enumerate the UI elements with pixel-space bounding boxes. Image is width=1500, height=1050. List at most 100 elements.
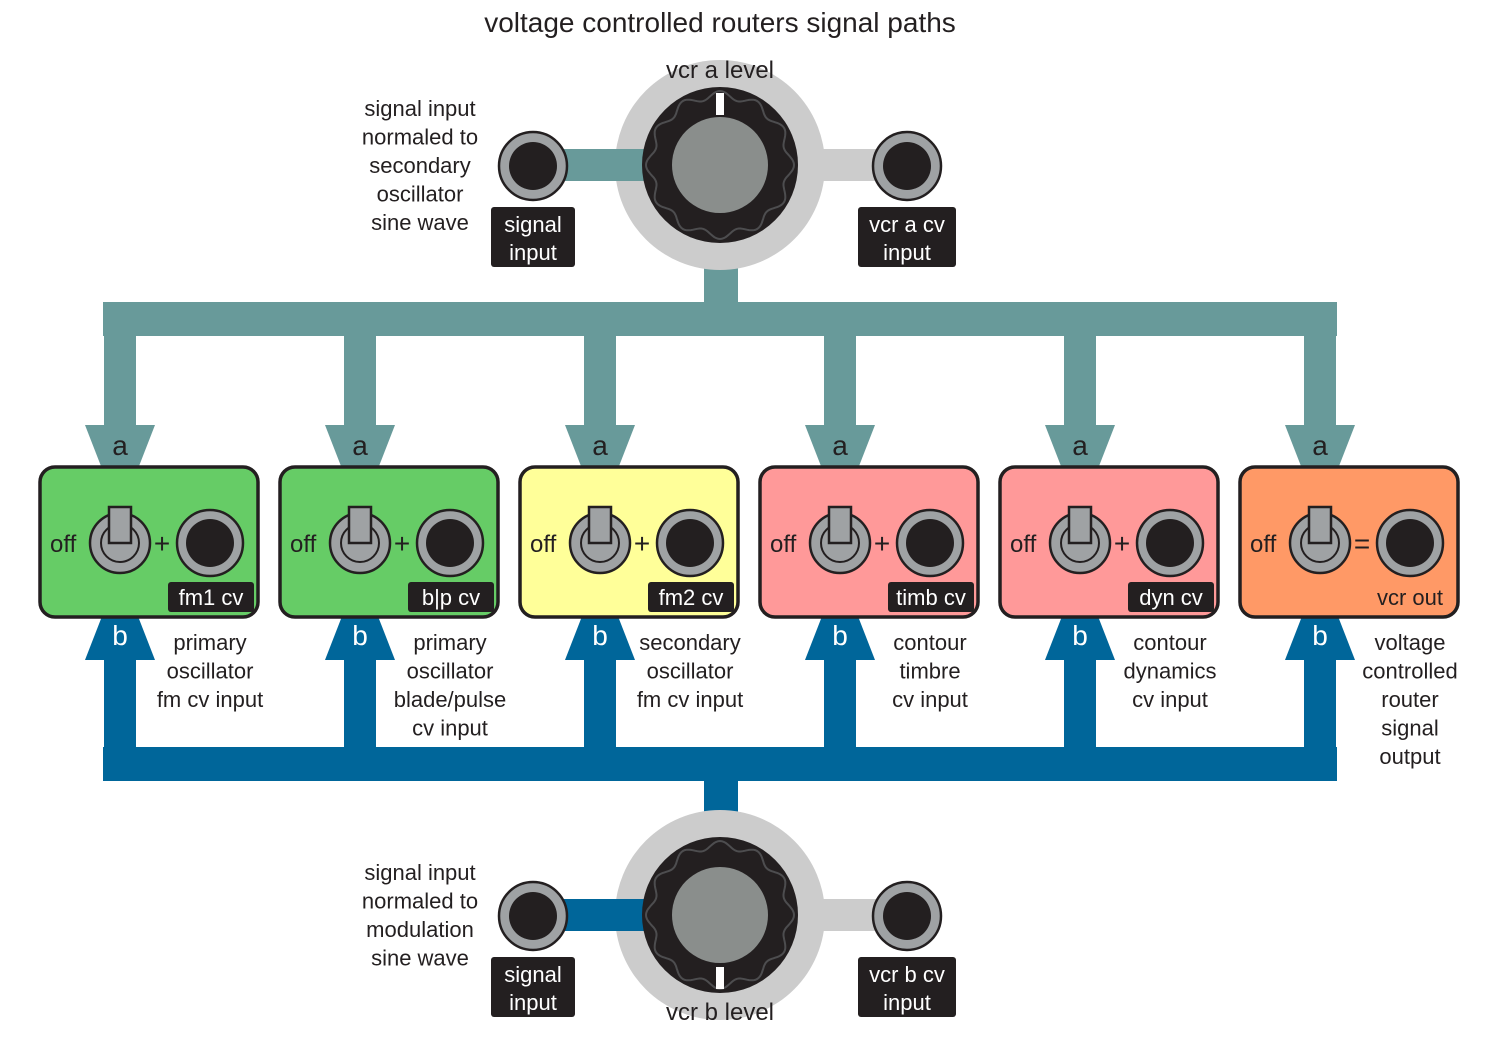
signal-jack-label: input [509, 240, 557, 265]
signal-jack-hole [509, 142, 557, 190]
jack-label-background [168, 582, 254, 612]
signal-jack-hole [509, 892, 557, 940]
a-arrow-stem [824, 320, 856, 430]
off-label: off [50, 531, 77, 558]
a-letter: a [832, 430, 848, 461]
toggle-switch-lever [1307, 505, 1333, 545]
a-arrow-stem [344, 320, 376, 430]
destination-description: controlled [1362, 659, 1457, 684]
destination-modules-layer [38, 465, 1460, 619]
jack-label: vcr out [1377, 585, 1443, 610]
cv-jack-hole [186, 519, 234, 567]
a-letter: a [592, 430, 608, 461]
toggle-switch-lever [347, 505, 373, 545]
b-letter: b [1072, 620, 1088, 651]
destination-description: fm cv input [157, 687, 263, 712]
b-letter: b [832, 620, 848, 651]
cv-jack-label: vcr a cv [869, 212, 945, 237]
signal-input-note: normaled to [362, 889, 478, 914]
destination-description: voltage [1375, 630, 1446, 655]
destination-description: oscillator [167, 659, 254, 684]
signal-input-note: oscillator [377, 182, 464, 207]
destination-description: dynamics [1124, 659, 1217, 684]
signal-jack-label: signal [504, 212, 561, 237]
signal-input-note: sine wave [371, 946, 469, 971]
a-arrow-stem [1064, 320, 1096, 430]
operator-symbol: + [874, 528, 890, 559]
knob-pointer [716, 93, 724, 115]
knob-cap [672, 117, 768, 213]
cv-jack-label-background [858, 207, 956, 267]
signal-input-note: modulation [366, 917, 474, 942]
cv-jack-label: vcr b cv [869, 962, 945, 987]
cv-jack-hole [1146, 519, 1194, 567]
off-label: off [530, 531, 557, 558]
knob-grip-ridge [644, 89, 796, 241]
destination-description: contour [893, 630, 966, 655]
off-label: off [290, 531, 317, 558]
destination-description: primary [413, 630, 486, 655]
destination-description: secondary [639, 630, 741, 655]
signal-jack-label: input [509, 990, 557, 1015]
cv-jack-hole [883, 892, 931, 940]
b-arrow-stem [1304, 650, 1336, 770]
jack-label: timb cv [896, 585, 966, 610]
jack-label-background [648, 582, 734, 612]
toggle-switch-lever [107, 505, 133, 545]
destination-description: router [1381, 687, 1438, 712]
signal-input-note: signal input [364, 96, 475, 121]
a-letter: a [1072, 430, 1088, 461]
b-arrow-stem [584, 650, 616, 770]
cv-jack-hole [426, 519, 474, 567]
jack-label: fm2 cv [659, 585, 724, 610]
jack-label-background [1128, 582, 1214, 612]
signal-jack-label-background [491, 957, 575, 1017]
operator-symbol: + [394, 528, 410, 559]
destination-description: oscillator [647, 659, 734, 684]
cv-jack-hole [1386, 519, 1434, 567]
b-letter: b [352, 620, 368, 651]
toggle-switch-lever [827, 505, 853, 545]
signal-input-note: sine wave [371, 210, 469, 235]
b-arrow-stem [824, 650, 856, 770]
operator-symbol: + [154, 528, 170, 559]
toggle-switch-lever [1067, 505, 1093, 545]
jack-label-background [888, 582, 974, 612]
signal-input-note: normaled to [362, 125, 478, 150]
destination-description: blade/pulse [394, 687, 507, 712]
cv-jack-label-background [858, 957, 956, 1017]
destination-description: output [1379, 744, 1440, 769]
toggle-switch-lever [587, 505, 613, 545]
destination-description: cv input [892, 687, 968, 712]
b-arrow-stem [344, 650, 376, 770]
a-letter: a [352, 430, 368, 461]
knob-pointer [716, 967, 724, 989]
a-arrow-stem [104, 320, 136, 430]
a-arrow-stem [1304, 320, 1336, 430]
destination-description: cv input [1132, 687, 1208, 712]
vcr-controls-layer [491, 60, 956, 1020]
signal-jack-label: signal [504, 962, 561, 987]
knob-label: vcr b level [666, 999, 774, 1026]
a-arrow-stem [584, 320, 616, 430]
cv-jack-label: input [883, 990, 931, 1015]
knob-grip-ridge [644, 839, 796, 991]
jack-label: dyn cv [1139, 585, 1203, 610]
jack-label: fm1 cv [179, 585, 244, 610]
off-label: off [1250, 531, 1277, 558]
knob-cap [672, 867, 768, 963]
signal-path-layer [85, 250, 1355, 847]
destination-description: timbre [899, 659, 960, 684]
cv-jack-label: input [883, 240, 931, 265]
knob-label: vcr a level [666, 57, 774, 84]
operator-symbol: + [634, 528, 650, 559]
diagram-title: voltage controlled routers signal paths [484, 7, 956, 38]
jack-label: b|p cv [422, 585, 480, 610]
a-letter: a [1312, 430, 1328, 461]
signal-input-note: secondary [369, 153, 471, 178]
destination-description: cv input [412, 716, 488, 741]
destination-description: signal [1381, 716, 1438, 741]
b-letter: b [592, 620, 608, 651]
destination-description: fm cv input [637, 687, 743, 712]
